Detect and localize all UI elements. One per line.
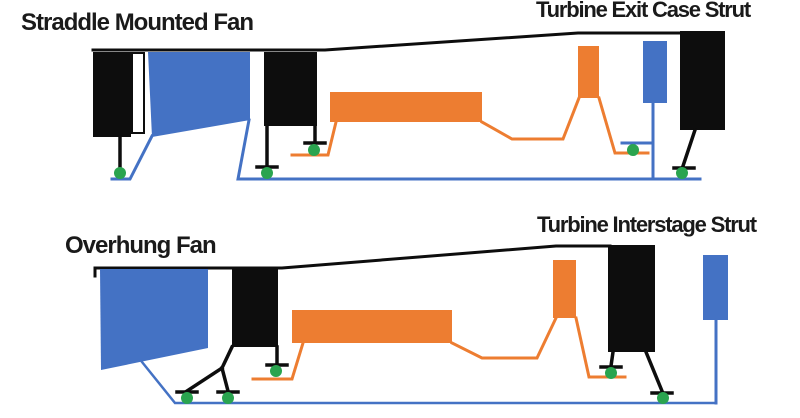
bearing-dot [627,144,639,156]
high-spool-shaft-line [597,96,650,155]
bearing-dot [261,167,273,179]
support-strut [219,365,231,394]
turbine-exit-case-strut-label: Turbine Exit Case Strut [536,0,751,22]
overhung-fan-diagram [93,244,728,405]
straddle-mounted-fan-diagram [91,31,725,181]
exit-case-strut-block [643,41,667,103]
support-strut [184,365,225,394]
low-spool-shaft-line [140,360,718,405]
support-strut [643,349,665,394]
high-spool-shaft-line [251,341,305,381]
interstage-strut-block [703,255,728,320]
bearing-dot [114,167,126,179]
bearing-dot [676,167,688,179]
bearing-dot [181,392,193,404]
compressor-block [292,310,452,343]
high-turbine-block [553,260,576,318]
bearing-dot [308,144,320,156]
bearing-dot [657,392,669,404]
intermediate-case-block [264,52,317,126]
turbine-interstage-strut-label: Turbine Interstage Strut [537,212,757,237]
bearing-dot [222,392,234,404]
turbine-exit-case-block [680,31,725,130]
bearing-dot [605,367,617,379]
fan-shaft-line [110,133,155,181]
fan-blade [100,269,208,370]
high-spool-shaft-line [290,120,338,157]
turbine-case-block [608,245,655,352]
high-turbine-block [578,46,599,98]
high-spool-shaft-line [449,316,558,360]
engine-case-line [93,244,612,278]
low-spool-shaft-line [236,118,702,181]
support-strut [609,350,615,368]
compressor-block [330,92,482,122]
bearing-dot [270,365,282,377]
fan-gap-block [131,52,145,134]
support-strut [680,127,698,169]
support-strut [219,344,235,371]
engine-case-line [91,31,684,52]
high-spool-shaft-line [479,96,581,141]
straddle-mounted-fan-label: Straddle Mounted Fan [21,9,254,36]
inlet-frame-block [93,52,131,137]
fan-blade [148,52,250,137]
overhung-fan-label: Overhung Fan [65,232,217,259]
intermediate-case-block [232,269,278,347]
